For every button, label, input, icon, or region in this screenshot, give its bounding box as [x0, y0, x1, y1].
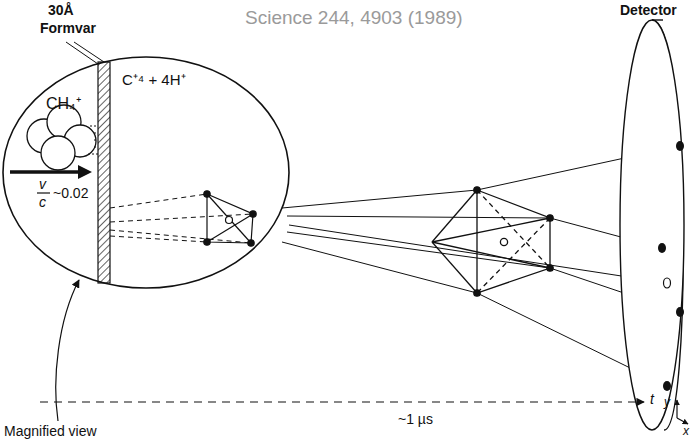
small-tetrahedron: [207, 214, 253, 242]
flight-time: ~1 µs: [398, 412, 433, 427]
small-tetrahedron: [226, 217, 233, 224]
dotted-trace: [94, 147, 98, 148]
ion-trajectory: [110, 194, 207, 208]
exploded-figure: [432, 218, 550, 242]
detector-hit: [676, 141, 684, 151]
exploded-figure: [474, 290, 480, 296]
velocity-arrow: [10, 170, 80, 174]
dotted-trace: [94, 140, 98, 141]
view-label: Magnified view: [4, 424, 97, 439]
exploded-figure: [477, 190, 550, 293]
dotted-trace: [94, 133, 98, 134]
velocity-numerator: v: [39, 177, 46, 192]
formvar-film: [98, 62, 110, 283]
time-arrow: [40, 401, 644, 402]
time-arrow: [40, 401, 644, 402]
exploded-figure: [432, 242, 477, 293]
watermark: Science 244, 4903 (1989): [245, 8, 463, 29]
molecule-spheres: [27, 105, 96, 170]
exploded-figure: [477, 190, 550, 268]
coordinate-axes: [676, 400, 677, 418]
small-tetrahedron: [204, 239, 210, 245]
axis-label: t: [650, 392, 654, 407]
detector-plate: [620, 20, 684, 430]
exploded-figure: [432, 242, 550, 268]
detector-plate: [620, 20, 684, 430]
molecule-spheres: [41, 136, 75, 170]
velocity-arrow: [37, 192, 50, 193]
dotted-trace: [88, 126, 98, 154]
axis-label: x: [683, 425, 689, 438]
magnified-view: CH₄⁺ C⁺⁴ + 4H⁺ vc ~0.02: [2, 56, 290, 289]
velocity-denominator: c: [39, 195, 46, 210]
small-tetrahedron: [204, 191, 256, 246]
dotted-trace: [90, 126, 98, 127]
ion-trajectory: [110, 194, 253, 243]
axis-label: y: [664, 396, 670, 409]
ion-trajectory: [110, 230, 251, 243]
detector-hit: [658, 141, 684, 391]
small-tetrahedron: [248, 240, 254, 246]
leader-line: [66, 42, 98, 64]
dotted-trace: [88, 154, 98, 155]
formvar-film: [98, 62, 110, 283]
detector-label: Detector: [620, 3, 677, 18]
coordinate-axes: [677, 418, 688, 424]
leader-line: [66, 42, 104, 64]
flight-path: [287, 216, 662, 248]
detector-hit: [664, 278, 671, 288]
detector-hit: [663, 381, 671, 391]
small-tetrahedron: [204, 191, 210, 197]
ion-trajectory: [110, 236, 207, 242]
film-name: Formvar: [40, 21, 96, 36]
view-outline: [2, 56, 290, 289]
flight-path: [282, 242, 667, 386]
view-outline: [3, 57, 289, 288]
exploded-figure: [547, 215, 553, 221]
ion-formula: CH₄⁺: [46, 95, 81, 113]
exploded-figure: [500, 238, 507, 245]
ion-products: C⁺⁴ + 4H⁺: [122, 72, 186, 89]
leader-arrow: [56, 280, 79, 421]
flight-path: [289, 225, 667, 283]
leader-line: [74, 42, 104, 62]
exploded-figure: [477, 218, 550, 293]
detector-hit: [658, 243, 666, 253]
exploded-figure: [474, 187, 480, 193]
detector-hit: [676, 307, 684, 317]
coordinate-axes: [677, 400, 688, 424]
film-thickness: 30Å: [48, 3, 74, 18]
small-tetrahedron: [207, 194, 251, 243]
detector-plate: [652, 19, 663, 20]
exploded-figure: [547, 265, 553, 271]
velocity-value: ~0.02: [53, 186, 88, 201]
exploded-figure: [432, 187, 553, 296]
velocity-arrow: [78, 165, 92, 179]
leader-arrow: [56, 280, 79, 421]
small-tetrahedron: [207, 194, 253, 243]
small-tetrahedron: [250, 211, 256, 217]
